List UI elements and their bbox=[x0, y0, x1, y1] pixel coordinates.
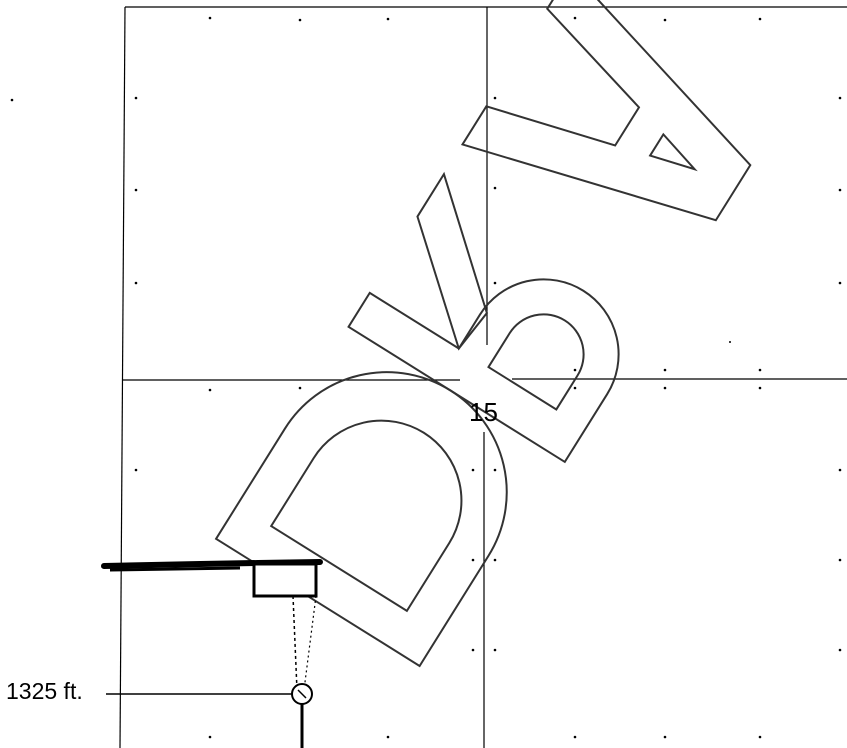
watermark-letter-d bbox=[214, 371, 508, 668]
watermark-letter-a bbox=[460, 0, 752, 222]
watermark-letter-r bbox=[347, 171, 620, 464]
section-number-label: 15 bbox=[469, 397, 498, 427]
grid-survey-dots bbox=[10, 16, 842, 739]
section-line-left bbox=[119, 6, 126, 748]
well-pad-feature bbox=[101, 559, 323, 748]
well-distance-label: 1325 ft. bbox=[6, 678, 83, 704]
well-bore-path bbox=[292, 595, 298, 691]
draft-watermark bbox=[214, 0, 752, 668]
section-grid-lines bbox=[119, 6, 847, 748]
well-pad bbox=[252, 562, 318, 598]
